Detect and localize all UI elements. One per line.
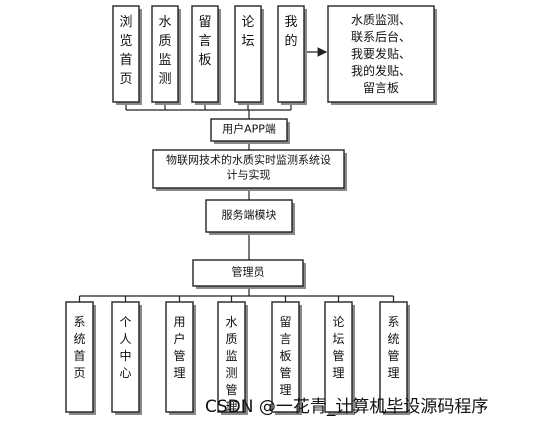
bottom-module-personal-center-text: 个	[119, 315, 131, 329]
top-module-browse-home-text: 页	[119, 72, 132, 87]
bottom-module-system-home-text: 首	[73, 349, 85, 363]
mine-detail-box-text: 我的发贴、	[351, 63, 411, 78]
top-module-browse-home-frame	[112, 5, 140, 103]
top-module-mine-text: 我	[284, 15, 297, 30]
bottom-module-system-home-text: 页	[73, 366, 85, 380]
bottom-module-personal-center-text: 中	[119, 348, 131, 363]
bottom-module-user-management-text: 户	[173, 331, 185, 346]
bottom-module-message-board-management-text: 言	[279, 332, 291, 346]
bottom-module-system-management-frame	[379, 301, 408, 413]
bottom-module-system-home-frame	[65, 301, 94, 413]
top-module-mine: 我的	[277, 5, 307, 105]
top-module-forum-text: 论	[241, 15, 254, 30]
bottom-module-water-monitor-management-text: 水	[225, 315, 237, 329]
top-module-browse-home-text: 首	[119, 53, 132, 68]
diagram-nodes: 浏览首页水质监测留言板论坛我的水质监测、联系后台、我要发贴、我的发贴、留言板用户…	[65, 5, 437, 415]
top-module-browse-home-text: 览	[119, 33, 132, 49]
top-module-message-board-frame	[191, 5, 219, 103]
bottom-module-message-board-management-text: 管	[279, 365, 291, 380]
bottom-module-user-management-text: 用	[173, 315, 185, 329]
bottom-module-message-board-management-text: 理	[279, 383, 291, 397]
bottom-module-forum-management-text: 论	[332, 315, 344, 329]
bottom-module-personal-center-text: 心	[119, 366, 131, 380]
top-module-message-board-text: 板	[198, 53, 211, 68]
top-module-message-board-text: 留	[198, 15, 211, 30]
bottom-module-water-monitor-management-text: 管	[225, 382, 237, 397]
mine-detail-box-text: 我要发贴、	[351, 46, 411, 61]
bottom-module-water-monitor-management-text: 监	[225, 349, 237, 363]
bottom-module-system-management-text: 统	[387, 332, 399, 346]
bottom-module-message-board-management-text: 留	[279, 315, 291, 329]
user-app-box: 用户APP端	[210, 118, 290, 144]
mine-detail-box-text: 留言板	[363, 81, 399, 95]
admin-box-text: 管理员	[232, 264, 265, 278]
top-module-water-monitor-text: 测	[158, 72, 171, 87]
top-module-water-monitor-text: 水	[158, 15, 171, 30]
bottom-module-system-management-text: 系	[387, 315, 399, 329]
top-module-water-monitor-text: 监	[158, 53, 171, 68]
bottom-module-message-board-management-frame	[271, 301, 300, 413]
server-module-box-frame	[205, 199, 293, 233]
mine-detail-box: 水质监测、联系后台、我要发贴、我的发贴、留言板	[327, 5, 437, 105]
top-module-water-monitor: 水质监测	[151, 5, 181, 105]
admin-box-frame	[192, 259, 304, 287]
top-module-browse-home-text: 浏	[119, 14, 132, 30]
top-module-mine-text: 的	[284, 33, 297, 49]
bottom-module-user-management-frame	[165, 301, 194, 413]
top-module-forum-text: 坛	[241, 34, 254, 49]
bottom-module-water-monitor-management-text: 测	[225, 366, 237, 380]
top-module-forum: 论坛	[234, 5, 264, 105]
top-module-water-monitor-text: 质	[158, 34, 171, 49]
watermark-text: CSDN @一花青_计算机毕设源码程序	[205, 397, 488, 417]
system-title-box-frame	[152, 149, 345, 189]
bottom-module-system-management-text: 理	[387, 366, 399, 380]
bottom-module-user-management-text: 理	[173, 366, 185, 380]
bottom-module-system-management-text: 管	[387, 348, 399, 363]
top-module-message-board-text: 言	[198, 34, 211, 49]
top-module-message-board: 留言板	[191, 5, 221, 105]
bottom-module-water-monitor-management-text: 理	[225, 400, 237, 414]
user-app-box-frame	[210, 118, 288, 142]
user-app-box-text: 用户APP端	[222, 121, 276, 135]
top-module-mine-frame	[277, 5, 305, 103]
bottom-module-user-management-text: 管	[173, 348, 185, 363]
top-module-water-monitor-frame	[151, 5, 179, 103]
bottom-module-water-monitor-management-frame	[217, 301, 246, 413]
bottom-module-water-monitor-management-text: 质	[225, 332, 237, 346]
bottom-module-personal-center-frame	[111, 301, 140, 413]
server-module-box: 服务端模块	[205, 199, 295, 235]
bottom-module-forum-management-frame	[324, 301, 353, 413]
server-module-box-text: 服务端模块	[222, 208, 277, 221]
mine-detail-box-text: 联系后台、	[351, 29, 411, 44]
system-title-box-text: 物联网技术的水质实时监测系统设	[166, 152, 331, 166]
mine-detail-box-text: 水质监测、	[351, 13, 411, 27]
bottom-module-personal-center-text: 人	[119, 332, 131, 346]
bottom-module-system-home-text: 统	[73, 332, 85, 346]
mine-detail-box-frame	[327, 5, 435, 103]
bottom-module-message-board-management-text: 板	[279, 349, 291, 363]
bottom-module-system-home-text: 系	[73, 315, 85, 329]
bottom-module-forum-management-text: 管	[332, 348, 344, 363]
bottom-module-forum-management-text: 理	[332, 366, 344, 380]
admin-box: 管理员	[192, 259, 306, 289]
bottom-module-forum-management-text: 坛	[332, 332, 344, 346]
system-title-box-text: 计与实现	[227, 167, 271, 181]
top-module-forum-frame	[234, 5, 262, 103]
